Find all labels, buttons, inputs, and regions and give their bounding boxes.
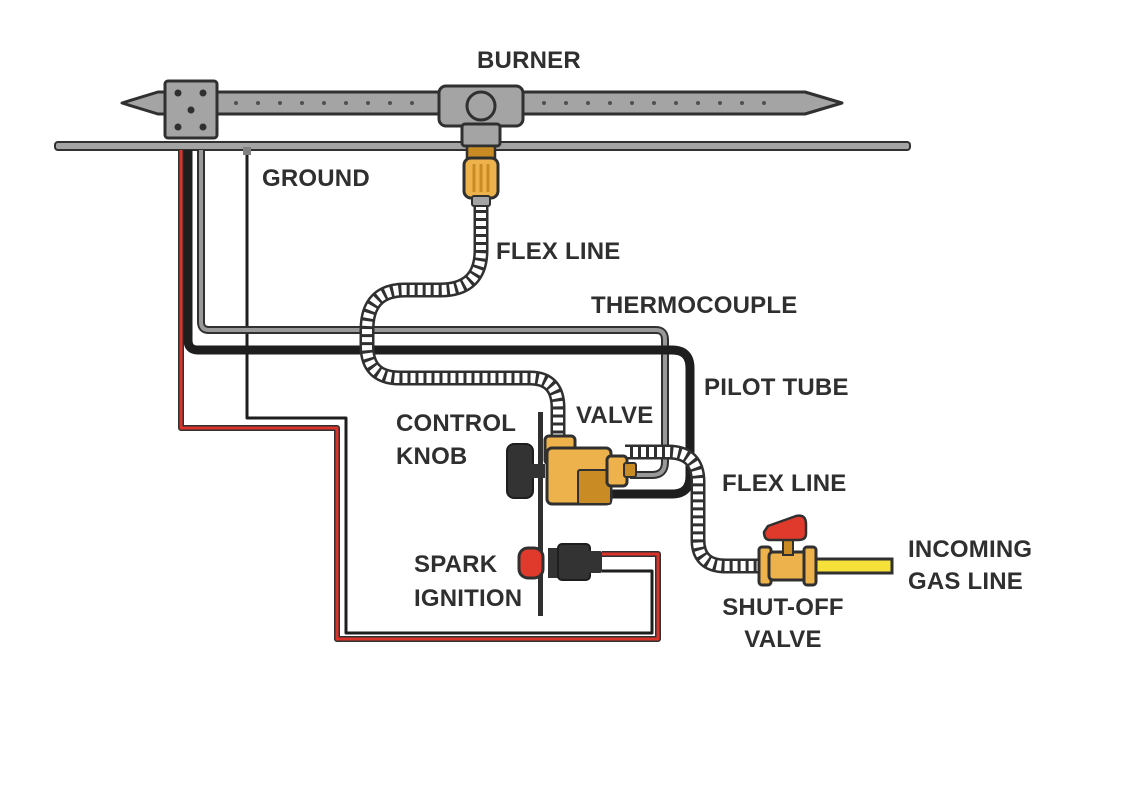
spark-ignition bbox=[517, 543, 602, 581]
label-ignition: IGNITION bbox=[414, 585, 523, 612]
burner-assembly bbox=[120, 84, 844, 148]
control-knob bbox=[506, 443, 545, 499]
burner-brass-fitting bbox=[462, 144, 500, 207]
burner-hub-stem bbox=[460, 122, 502, 148]
label-valve: VALVE bbox=[576, 402, 654, 429]
shut-off-valve bbox=[757, 514, 818, 587]
label-ground: GROUND bbox=[262, 165, 370, 192]
shut-off-handle bbox=[762, 514, 808, 542]
mounting-panel bbox=[538, 412, 543, 616]
label-shut-off-valve: VALVE bbox=[744, 626, 822, 653]
label-pilot-tube: PILOT TUBE bbox=[704, 374, 849, 401]
control-valve bbox=[543, 434, 637, 506]
label-burner: BURNER bbox=[477, 47, 581, 74]
burner-ports bbox=[234, 101, 766, 105]
ground-terminal bbox=[243, 147, 251, 155]
label-knob: KNOB bbox=[396, 443, 468, 470]
label-thermocouple: THERMOCOUPLE bbox=[591, 292, 798, 319]
label-control: CONTROL bbox=[396, 410, 517, 437]
label-gas-line: GAS LINE bbox=[908, 568, 1023, 595]
label-shut-off: SHUT-OFF bbox=[722, 594, 844, 621]
ground-wire bbox=[245, 150, 654, 635]
incoming-gas-line bbox=[810, 557, 894, 575]
flex-line-top bbox=[359, 205, 566, 438]
burner-hub-port bbox=[465, 90, 497, 122]
label-flex-line-top: FLEX LINE bbox=[496, 238, 621, 265]
pilot-block bbox=[163, 79, 219, 140]
flex-line-bottom bbox=[625, 444, 765, 574]
label-flex-line-bottom: FLEX LINE bbox=[722, 470, 847, 497]
label-spark: SPARK bbox=[414, 551, 498, 578]
label-incoming: INCOMING bbox=[908, 536, 1033, 563]
pilot-tube bbox=[183, 150, 695, 499]
